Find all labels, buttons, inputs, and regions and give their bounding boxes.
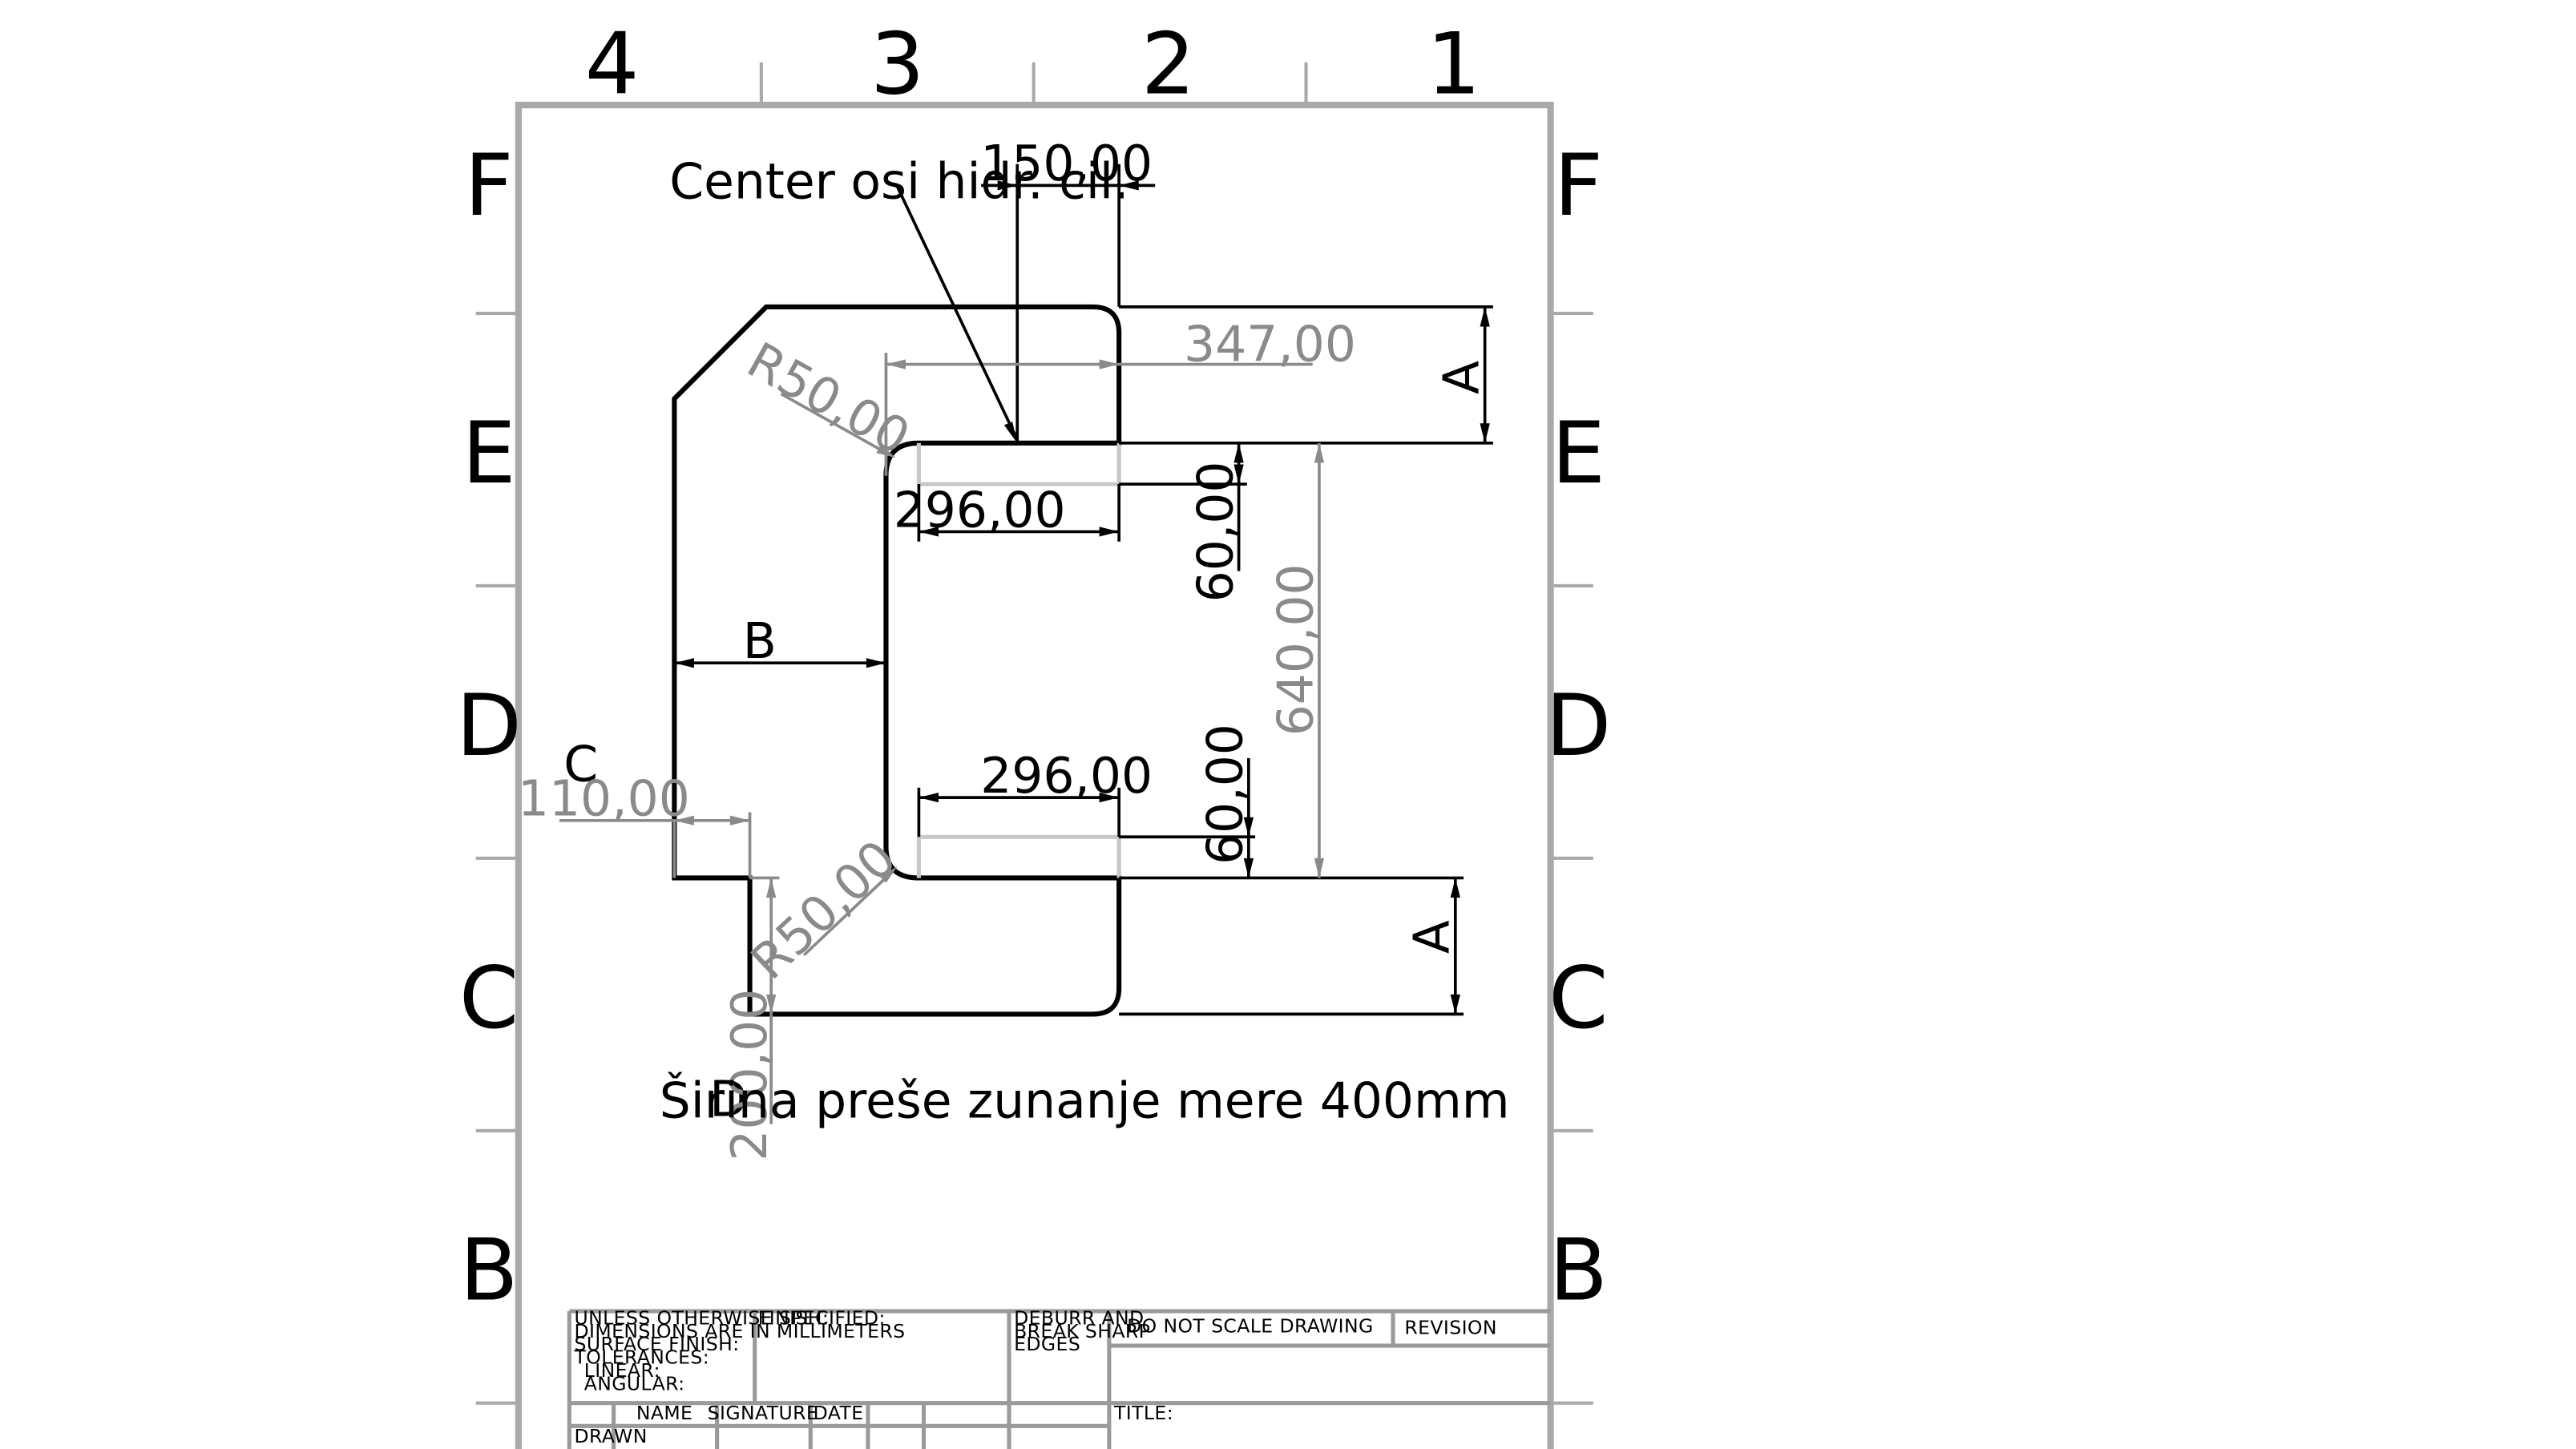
dim-upper-slot-length: 296,00	[894, 482, 1120, 539]
dim-step-width: C 110,00	[518, 737, 750, 828]
zone-row-labels: F E D C B F E D C B	[456, 136, 1611, 1320]
tb-note-1: UNLESS OTHERWISE SPECIFIED:	[574, 1306, 885, 1329]
zone-row-c-right: C	[1548, 949, 1608, 1048]
zone-column-labels: 4 3 2 1	[585, 15, 1481, 115]
dim-top-length-value: 347,00	[1184, 316, 1356, 373]
zone-row-e-right: E	[1552, 404, 1605, 503]
tb-col-signature: SIGNATURE	[708, 1402, 818, 1424]
dim-lower-slot-length-value: 296,00	[980, 748, 1153, 805]
dim-foot-label: D	[709, 1071, 747, 1128]
tb-col-date: DATE	[814, 1402, 864, 1424]
tb-row-drawn: DRAWN	[574, 1425, 647, 1447]
zone-row-f-right: F	[1554, 136, 1603, 236]
zone-row-b-right: B	[1549, 1221, 1608, 1321]
dim-step-label: C	[563, 737, 598, 793]
zone-row-d-right: D	[1545, 676, 1611, 776]
slot-lines	[916, 442, 1121, 878]
dim-top-length: 347,00	[886, 316, 1356, 373]
zone-row-e-left: E	[462, 404, 515, 503]
dim-lower-slot-height-value: 60,00	[1197, 724, 1254, 865]
tb-title: TITLE:	[1113, 1402, 1173, 1424]
zone-col-3: 3	[870, 15, 925, 115]
width-note: Širina preše zunanje mere 400mm	[660, 1071, 1510, 1129]
extension-lines	[672, 163, 1493, 1016]
zone-col-1: 1	[1427, 15, 1481, 115]
sheet-frame	[475, 62, 1593, 1449]
zone-row-c-left: C	[459, 949, 519, 1048]
zone-col-4: 4	[585, 15, 640, 115]
dim-foot-height-value: 200,00	[721, 989, 778, 1161]
tb-note-5: LINEAR:	[584, 1359, 660, 1382]
press-frame-outline	[672, 304, 1122, 1017]
tb-no-scale: DO NOT SCALE DRAWING	[1127, 1315, 1374, 1338]
tb-deburr-3: EDGES	[1014, 1333, 1080, 1355]
dim-upper-flange-value: A	[1433, 361, 1490, 394]
tb-note-3: SURFACE FINISH:	[574, 1333, 739, 1355]
tb-deburr-1: DEBURR AND	[1014, 1306, 1144, 1329]
dim-upper-flange: A	[1433, 306, 1490, 443]
zone-row-f-left: F	[464, 136, 513, 236]
zone-row-d-left: D	[456, 676, 522, 776]
tb-deburr-2: BREAK SHARP	[1014, 1320, 1150, 1342]
tb-note-4: TOLERANCES:	[573, 1346, 709, 1369]
dim-web-width-value: B	[743, 613, 777, 670]
dim-lower-flange-value: A	[1404, 920, 1461, 954]
dim-upper-slot-height: 60,00	[1187, 442, 1244, 603]
zone-col-2: 2	[1141, 15, 1196, 115]
dim-foot-height: D 200,00	[709, 876, 780, 1161]
dim-step-width-value: 110,00	[518, 771, 690, 828]
leader-hydraulic-axis: Center osi hidr. cil.	[669, 154, 1129, 443]
dim-upper-slot-length-value: 296,00	[894, 482, 1066, 539]
title-block: UNLESS OTHERWISE SPECIFIED: DIMENSIONS A…	[567, 1306, 1551, 1449]
tb-revision: REVISION	[1404, 1317, 1497, 1339]
zone-row-b-left: B	[460, 1221, 519, 1321]
dim-opening-height: 640,00	[1268, 442, 1325, 878]
tb-finish: FINISH:	[758, 1306, 829, 1329]
dim-upper-slot-height-value: 60,00	[1187, 462, 1244, 603]
dim-web-width: B	[674, 613, 886, 670]
dim-top-offset: 150,00	[980, 135, 1156, 192]
leader-note-text: Center osi hidr. cil.	[669, 154, 1129, 211]
dim-lower-slot-length: 296,00	[919, 748, 1153, 805]
tb-note-2: DIMENSIONS ARE IN MILLIMETERS	[574, 1320, 905, 1342]
dim-top-offset-value: 150,00	[980, 135, 1153, 192]
tb-note-6: ANGULAR:	[584, 1372, 685, 1395]
dim-lower-slot-height: 60,00	[1197, 724, 1254, 878]
tb-col-name: NAME	[636, 1402, 693, 1424]
dim-lower-flange: A	[1404, 878, 1461, 1015]
dim-opening-height-value: 640,00	[1268, 563, 1325, 736]
